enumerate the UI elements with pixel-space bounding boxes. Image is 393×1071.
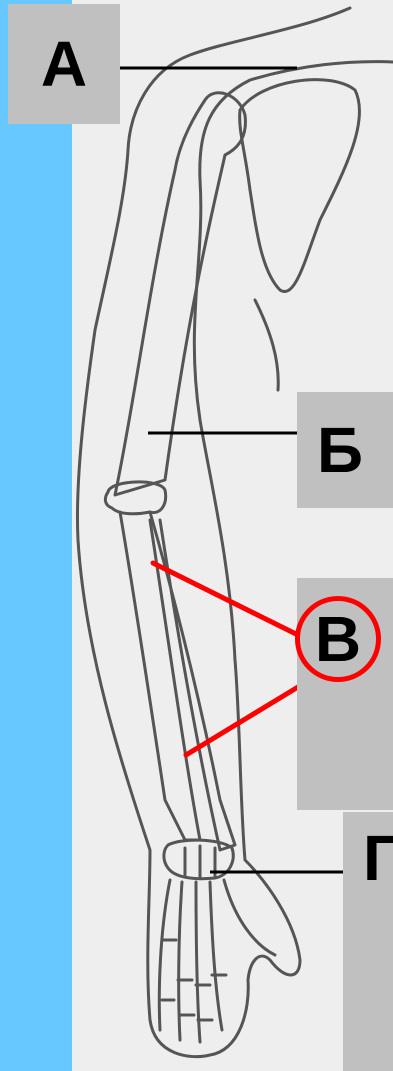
humerus-bone	[115, 93, 245, 495]
label-b: Б	[297, 392, 393, 508]
label-g-box: Г	[343, 812, 393, 1071]
arm-inner-line	[255, 300, 278, 390]
elbow-joint	[105, 482, 165, 514]
label-a: А	[8, 4, 120, 124]
hand-bones	[159, 880, 275, 1042]
label-v-circle: В	[295, 596, 381, 682]
scapula	[240, 80, 360, 292]
label-v: В	[315, 607, 361, 671]
label-g: Г	[363, 826, 393, 890]
